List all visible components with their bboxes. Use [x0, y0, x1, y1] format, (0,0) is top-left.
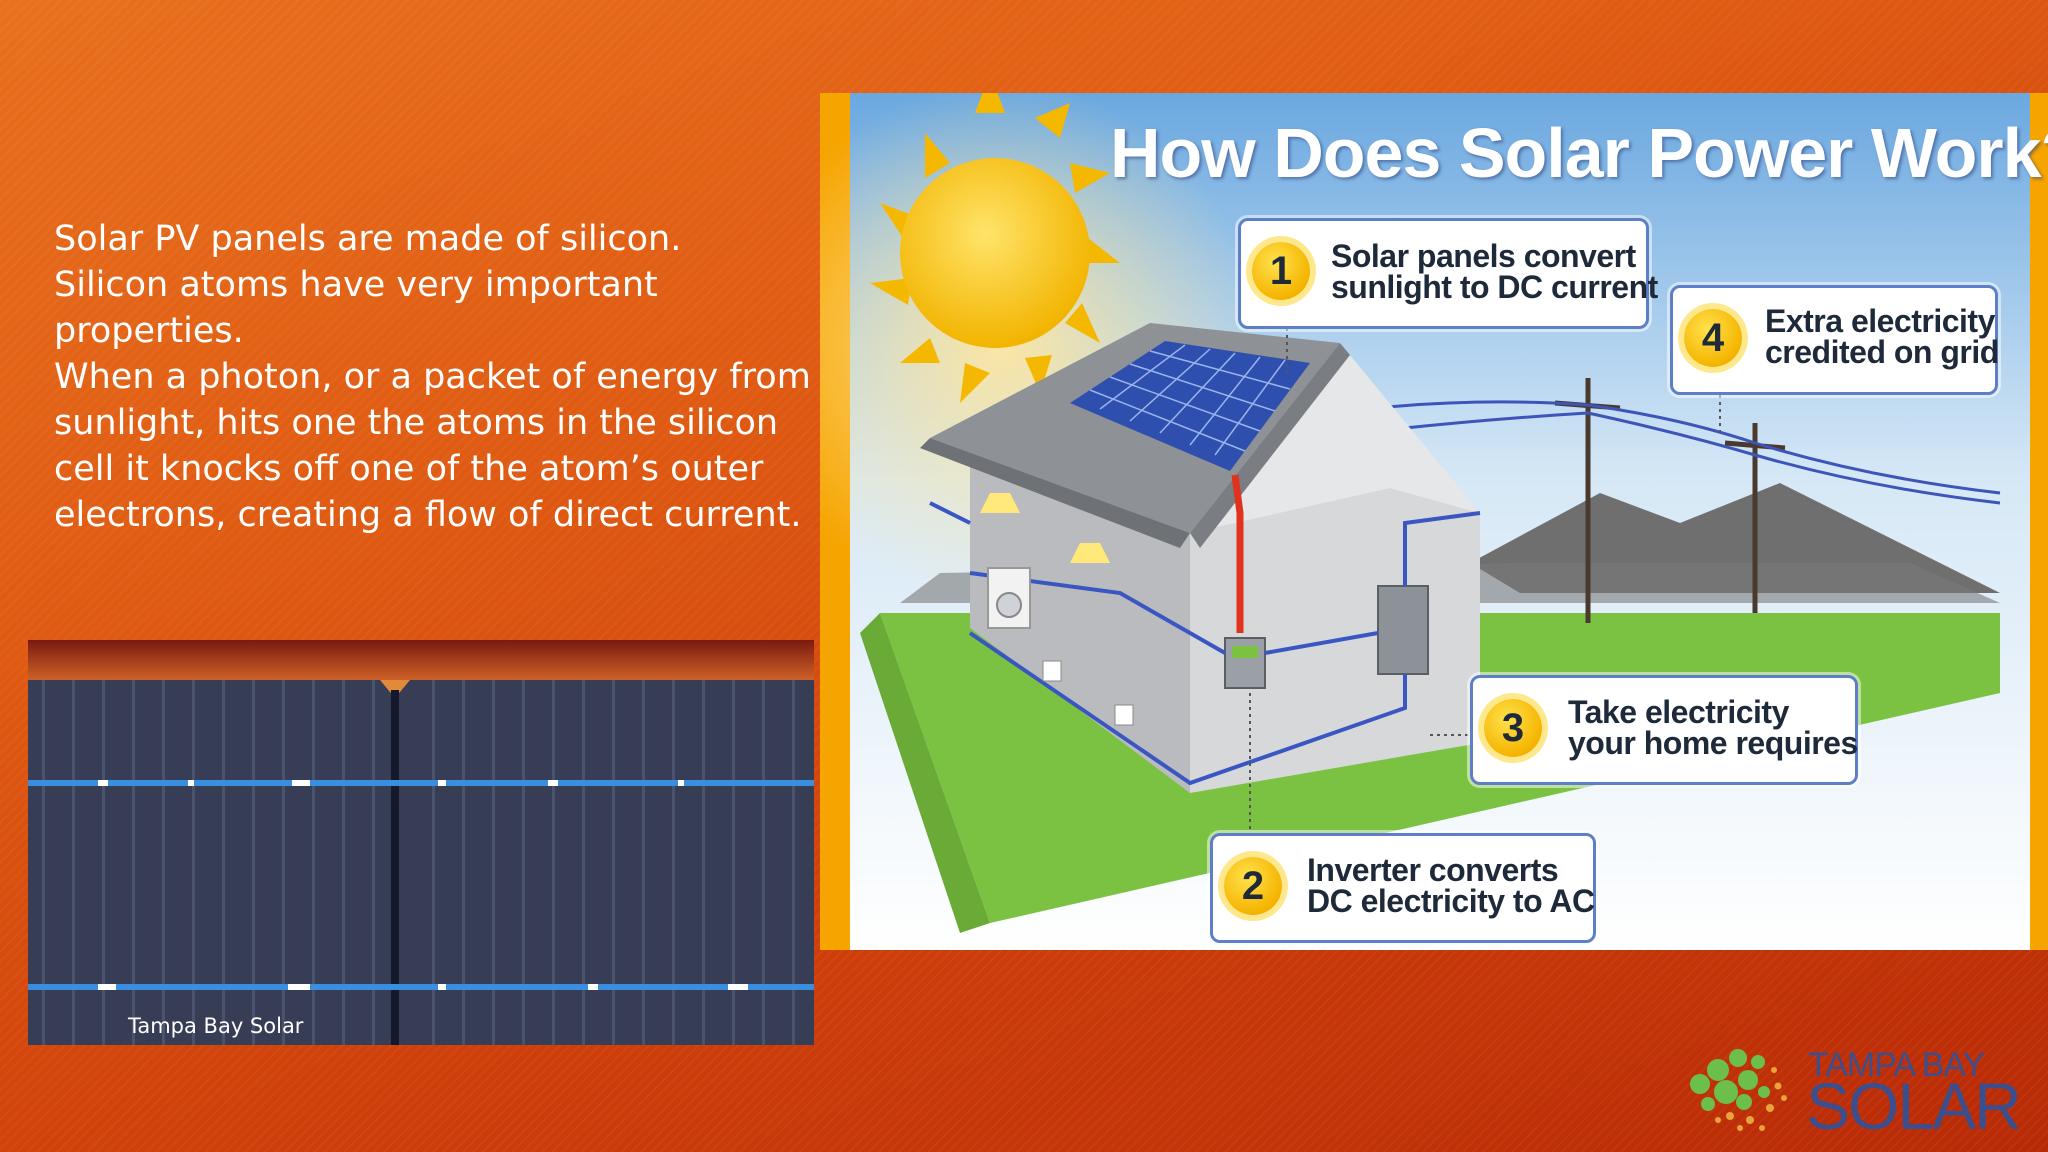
step-4-line-1: Extra electricity	[1765, 303, 1995, 339]
diagram-title: How Does Solar Power Work?	[1110, 114, 2048, 192]
body-paragraph-3: When a photon, or a packet of energy fro…	[54, 357, 811, 535]
logo-text-top: TAMPA BAY	[1808, 1046, 1985, 1084]
step-2-line-1: Inverter converts	[1307, 852, 1559, 888]
step-3-line-1: Take electricity	[1568, 694, 1789, 730]
solar-diagram: How Does Solar Power Work? Solar panels …	[820, 93, 2048, 950]
tampa-bay-solar-logo: TAMPA BAY SOLAR	[1678, 1036, 2022, 1143]
solar-cell-photo	[28, 640, 814, 1045]
logo-text-bottom: SOLAR	[1806, 1069, 2022, 1143]
step-4-badge: 4	[1684, 309, 1742, 367]
logo-dots-icon	[1690, 1049, 1787, 1131]
step-3-line-2: your home requires	[1568, 725, 1858, 761]
photo-caption: Tampa Bay Solar	[128, 1014, 304, 1038]
step-2-badge: 2	[1224, 857, 1282, 915]
body-paragraph-1: Solar PV panels are made of silicon.	[54, 219, 682, 259]
step-1-badge: 1	[1252, 242, 1310, 300]
body-text: Solar PV panels are made of silicon. Sil…	[54, 216, 814, 538]
step-3-badge: 3	[1484, 699, 1542, 757]
step-4-line-2: credited on grid	[1765, 334, 1999, 370]
step-1-line-2: sunlight to DC current	[1331, 269, 1658, 305]
step-2-line-2: DC electricity to AC	[1307, 883, 1595, 919]
step-1-line-1: Solar panels convert	[1331, 238, 1636, 274]
step-2-callout: Inverter converts DC electricity to AC	[1210, 833, 1596, 943]
body-paragraph-2: Silicon atoms have very important proper…	[54, 265, 658, 351]
